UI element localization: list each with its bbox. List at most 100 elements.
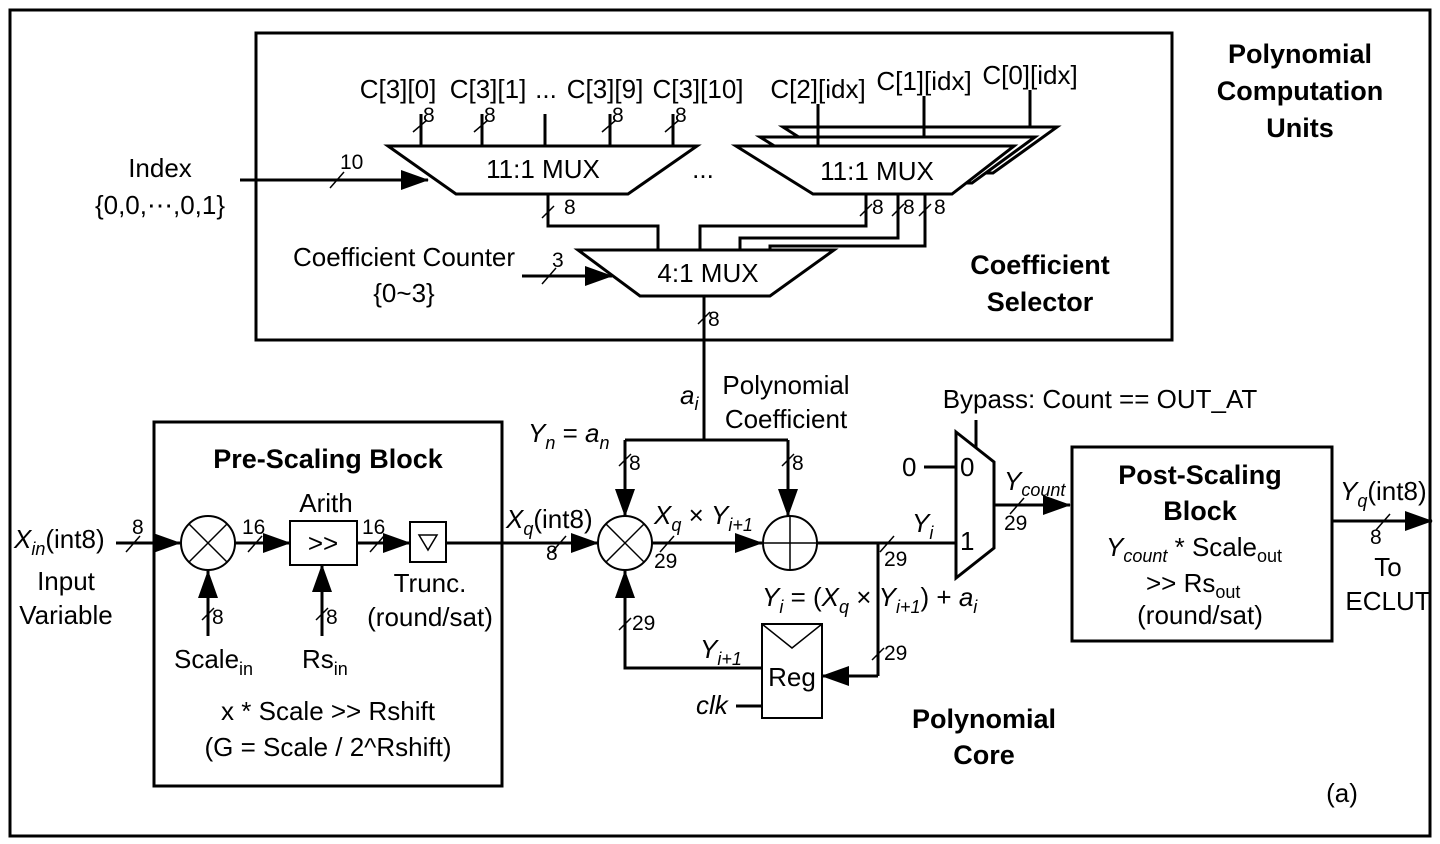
coef-c2idx-label: C[2][idx] [770,74,865,104]
coef-c39-label: C[3][9] [567,74,644,104]
eclut-label-2: ECLUT [1345,586,1430,616]
yq-bus-tick [1375,513,1391,531]
rs-in-label-main: Rs [302,644,334,674]
coef-c31-label: C[3][1] [450,74,527,104]
eq-close: ) + [921,582,959,612]
product-x: X [653,500,673,530]
coefficient-selector-title-2: Selector [987,287,1094,317]
xq-bus-width: 8 [546,542,558,565]
yn-bus-tick [618,453,632,467]
input-desc-2: Variable [19,600,112,630]
pre-scaling-title: Pre-Scaling Block [213,444,444,474]
post-mode: (round/sat) [1137,600,1263,630]
xq-label-sub: q [523,519,533,539]
pre-formula-2: (G = Scale / 2^Rshift) [205,732,452,762]
bypass-mux: Bypass: Count == OUT_AT 0 1 0 29 Ycount [902,384,1258,582]
coefficient-selector-title-1: Coefficient [970,250,1110,280]
ai-bus-tick [697,311,711,325]
post-formula-scale-sub: out [1257,546,1282,566]
yi-label: Yi [912,508,934,543]
scale-in-label: Scalein [174,644,253,679]
scale-in-label-sub: in [239,659,253,679]
trunc-label: Trunc. [394,568,467,598]
yq-label-sub: q [1357,491,1367,511]
diagram-title: Polynomial Computation Units [1217,39,1383,143]
counter-label: Coefficient Counter [293,242,515,272]
bypass-zero-value: 0 [902,452,916,482]
mux-11to1-right [730,144,1019,196]
ycount-bus-tick [1009,497,1025,515]
mux-left-out-bus-tick [541,205,555,219]
eq-a: a [959,582,973,612]
coef-c39-width: 8 [612,104,624,127]
yq-label-y: Y [1340,476,1359,506]
coef-c0idx-label: C[0][idx] [982,60,1077,90]
yi1-bus-tick [618,617,632,631]
yi1-label-y: Y [700,634,719,664]
yi-bus-tick [879,535,895,553]
rs-in-label: Rsin [302,644,348,679]
scale-in-bus-tick [201,607,215,621]
product-op: × [681,500,711,530]
mux-11to1-right-label: 11:1 MUX [820,156,934,186]
mux-right-out-0-bus-tick [918,203,932,217]
input-desc-1: Input [37,566,96,596]
title-line-2: Computation [1217,76,1383,106]
ai-adder-bus-width: 8 [792,452,804,475]
counter-width: 3 [552,249,564,272]
pre-scaling-box [152,420,504,788]
eq-q: q [839,597,849,617]
pre-scaling-block: Pre-Scaling Block Xin(int8) Input Variab… [13,420,504,788]
counter-range: {0~3} [373,278,435,308]
mux-right-out-2-width: 8 [872,196,884,219]
trunc-mode: (round/sat) [367,602,493,632]
eq-open: = ( [783,582,822,612]
xq-label-x: X [505,504,525,534]
shifter-label: >> [308,528,338,558]
product-label: Xq × Yi+1 [653,500,753,535]
eq-y: Y [762,582,781,612]
coef-c31-bus-tick [473,119,489,133]
index-label: Index [128,153,192,183]
outer-frame [8,8,1432,838]
bypass-mux-in0: 0 [960,452,974,482]
core-mult-x2 [605,523,645,563]
xin-label-sub: in [31,539,45,559]
eclut-label-1: To [1374,552,1401,582]
ycount-bus-width: 29 [1004,512,1027,535]
mux-ellipsis: ... [692,154,714,184]
coef-c310-width: 8 [675,104,687,127]
coef-c39-bus-tick [601,119,617,133]
ai-bus-width: 8 [708,308,720,331]
post-formula-rs-sub: out [1215,582,1240,602]
coef-c310-bus-tick [664,119,680,133]
yn-bus-width: 8 [629,452,641,475]
xq-label-type: (int8) [533,504,592,534]
yi-equation: Yi = (Xq × Yi+1) + ai [762,582,978,617]
yn-eq-a: a [585,418,599,448]
clk-label: clk [696,690,730,720]
shifter-box [289,520,358,566]
coef-c30-bus-tick [412,119,428,133]
mux-left-out-width: 8 [564,196,576,219]
coef-c1idx-label: C[1][idx] [876,66,971,96]
shifter-top-label: Arith [299,488,352,518]
rs-in-bus-tick [315,607,329,621]
eq-y2: Y [879,582,898,612]
xin-label: Xin(int8) [13,524,105,559]
mult-out-width: 16 [242,516,265,539]
bypass-label: Bypass: Count == OUT_AT [943,384,1258,414]
product-q: q [671,515,681,535]
post-formula-count: count [1123,546,1168,566]
yn-init-eq: Yn = an [528,418,609,453]
mux-right-out-0-width: 8 [934,196,946,219]
ai-adder-bus-tick [781,453,795,467]
coef-c31-width: 8 [484,104,496,127]
coef-c30-label: C[3][0] [360,74,437,104]
coefficient-bus: 8 ai Polynomial Coefficient 8 8 Yn = an [528,296,850,517]
post-title-1: Post-Scaling [1118,460,1282,490]
yi1-feedback-arrow [615,570,762,670]
register-label: Reg [768,662,816,692]
yi1-label-sub: i+1 [717,649,742,669]
